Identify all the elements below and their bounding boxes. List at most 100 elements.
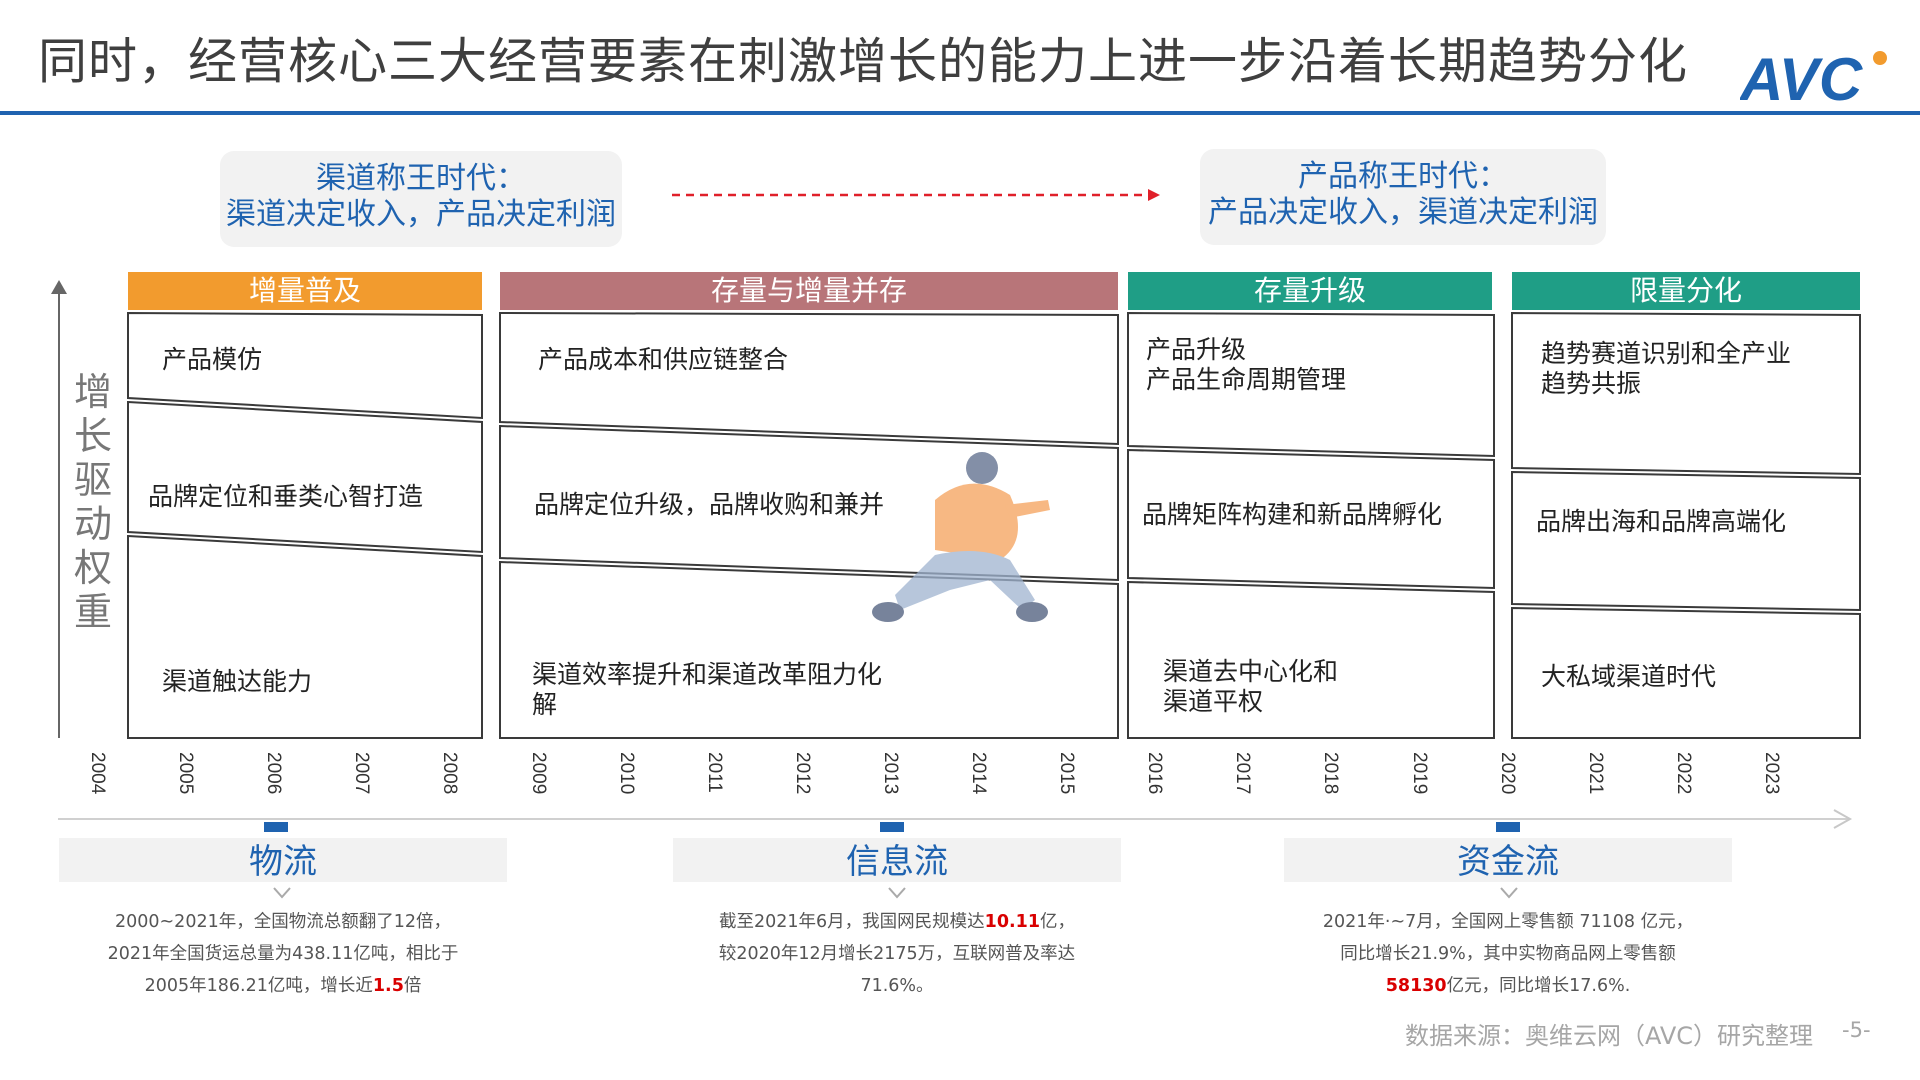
flow-desc-line: 2000~2021年，全国物流总额翻了12倍， <box>114 912 451 932</box>
timeline-marker-capital <box>1496 822 1520 832</box>
cell-brand-stage-4 <box>1511 470 1861 612</box>
year-label-text: 2006 <box>263 752 285 795</box>
year-label: 2015 <box>1051 752 1091 806</box>
flow-desc-line: 截至2021年6月，我国网民规模达10.11亿， <box>718 912 1076 932</box>
era-product-king-line1: 产品称王时代： <box>1298 159 1508 194</box>
year-label-text: 2022 <box>1672 752 1694 795</box>
year-label: 2014 <box>963 752 1003 806</box>
year-label-text: 2009 <box>527 752 549 795</box>
stage-header-1: 增量普及 <box>128 272 482 310</box>
cell-text-channel-1: 渠道触达能力 <box>162 667 313 696</box>
year-label-text: 2007 <box>351 752 373 795</box>
flow-desc-capital: 2021年·~7月，全国网上零售额 71108 亿元， 同比增长21.9%，其中实… <box>1284 906 1732 1002</box>
year-label-text: 2015 <box>1056 752 1078 795</box>
year-label-text: 2021 <box>1584 752 1606 795</box>
year-label: 2023 <box>1756 752 1796 806</box>
cell-text-brand-3: 品牌矩阵构建和新品牌孵化 <box>1142 500 1443 529</box>
y-axis-arrowhead <box>51 280 67 294</box>
cell-text-product-2: 产品成本和供应链整合 <box>538 345 789 374</box>
era-channel-king: 渠道称王时代： 渠道决定收入，产品决定利润 <box>220 151 622 247</box>
cell-product-stage-4 <box>1511 311 1861 476</box>
year-label: 2022 <box>1668 752 1708 806</box>
chevron-down-icon <box>1500 887 1518 899</box>
year-label-text: 2004 <box>87 752 108 795</box>
year-label-text: 2008 <box>439 752 461 795</box>
cell-product-stage-1 <box>127 311 483 420</box>
cell-text-channel-2: 渠道效率提升和渠道改革阻力化 解 <box>532 660 883 719</box>
timeline-arrowhead <box>1833 809 1853 829</box>
flow-desc-logistics: 2000~2021年，全国物流总额翻了12倍， 2021年全国货运总量为438.1… <box>59 906 507 1002</box>
stage-header-4: 限量分化 <box>1512 272 1860 310</box>
year-label-text: 2013 <box>879 752 901 795</box>
year-label: 2021 <box>1580 752 1620 806</box>
cell-text-product-3: 产品升级 产品生命周期管理 <box>1146 335 1347 394</box>
year-label: 2012 <box>787 752 827 806</box>
timeline-axis <box>58 818 1848 820</box>
flow-desc-line: 较2020年12月增长2175万，互联网普及率达 <box>718 944 1076 964</box>
highlight-number: 58130 <box>1385 976 1447 996</box>
year-label: 2004 <box>82 752 122 806</box>
year-label-text: 2016 <box>1144 752 1166 795</box>
cell-channel-stage-3 <box>1127 580 1495 739</box>
year-label: 2017 <box>1227 752 1267 806</box>
year-label: 2005 <box>170 752 210 806</box>
highlight-number: 1.5 <box>372 976 404 996</box>
flow-desc-line: 71.6%。 <box>860 976 934 996</box>
chevron-down-icon <box>273 887 291 899</box>
year-label-text: 2019 <box>1408 752 1430 795</box>
timeline-marker-information <box>880 822 904 832</box>
era-product-king: 产品称王时代： 产品决定收入，渠道决定利润 <box>1200 149 1606 245</box>
cell-product-stage-2 <box>499 311 1119 446</box>
y-axis <box>58 290 60 738</box>
era-product-king-line2: 产品决定收入，渠道决定利润 <box>1208 195 1598 230</box>
year-label-text: 2018 <box>1320 752 1342 795</box>
year-label: 2018 <box>1315 752 1355 806</box>
cell-channel-stage-1 <box>127 534 483 739</box>
flow-title-capital: 资金流 <box>1284 838 1732 882</box>
year-label: 2009 <box>523 752 563 806</box>
flow-desc-line: 同比增长21.9%，其中实物商品网上零售额 <box>1340 944 1676 964</box>
year-label: 2019 <box>1404 752 1444 806</box>
year-label-text: 2012 <box>791 752 813 795</box>
year-label: 2008 <box>434 752 474 806</box>
era-channel-king-line2: 渠道决定收入，产品决定利润 <box>226 197 616 232</box>
era-transition-arrow <box>672 183 1162 207</box>
year-label-text: 2014 <box>968 752 989 795</box>
flow-desc-line: 2021年全国货运总量为438.11亿吨，相比于 <box>107 944 459 964</box>
data-source-note: 数据来源：奥维云网（AVC）研究整理 <box>1405 1022 1814 1050</box>
avc-logo: AVC <box>1738 40 1900 113</box>
year-label: 2020 <box>1492 752 1532 806</box>
cell-text-brand-1: 品牌定位和垂类心智打造 <box>148 482 424 511</box>
year-label-text: 2005 <box>175 752 197 795</box>
year-label-text: 2017 <box>1232 752 1254 795</box>
flow-desc-information: 截至2021年6月，我国网民规模达10.11亿， 较2020年12月增长2175万… <box>673 906 1121 1002</box>
title-divider <box>0 111 1920 115</box>
flow-title-logistics: 物流 <box>59 838 507 882</box>
cell-brand-stage-3 <box>1127 448 1495 590</box>
chevron-down-icon <box>888 887 906 899</box>
page-title: 同时，经营核心三大经营要素在刺激增长的能力上进一步沿着长期趋势分化 <box>38 33 1689 90</box>
year-label: 2006 <box>258 752 298 806</box>
flow-desc-line: 2021年·~7月，全国网上零售额 71108 亿元， <box>1322 912 1694 932</box>
flow-desc-line: 58130亿元，同比增长17.6%. <box>1385 976 1631 996</box>
cell-text-product-1: 产品模仿 <box>162 345 263 374</box>
year-label: 2016 <box>1139 752 1179 806</box>
stage-header-3: 存量升级 <box>1128 272 1492 310</box>
cell-text-channel-3: 渠道去中心化和 渠道平权 <box>1163 657 1339 716</box>
y-axis-label: 增长驱动权重 <box>73 370 112 634</box>
year-label-text: 2010 <box>615 752 637 795</box>
flow-desc-line: 2005年186.21亿吨，增长近1.5倍 <box>144 976 422 996</box>
cell-brand-stage-1 <box>127 400 483 554</box>
logo-text: AVC <box>1740 46 1864 110</box>
highlight-number: 10.11 <box>984 912 1041 932</box>
cell-product-stage-3 <box>1127 311 1495 458</box>
cell-channel-stage-2 <box>499 560 1119 739</box>
year-label: 2007 <box>346 752 386 806</box>
year-label-text: 2011 <box>703 752 725 793</box>
year-label: 2011 <box>699 752 739 806</box>
cell-channel-stage-4 <box>1511 606 1861 739</box>
cell-text-brand-2: 品牌定位升级，品牌收购和兼并 <box>534 490 885 519</box>
timeline-marker-logistics <box>264 822 288 832</box>
cell-text-product-4: 趋势赛道识别和全产业 趋势共振 <box>1541 339 1792 398</box>
